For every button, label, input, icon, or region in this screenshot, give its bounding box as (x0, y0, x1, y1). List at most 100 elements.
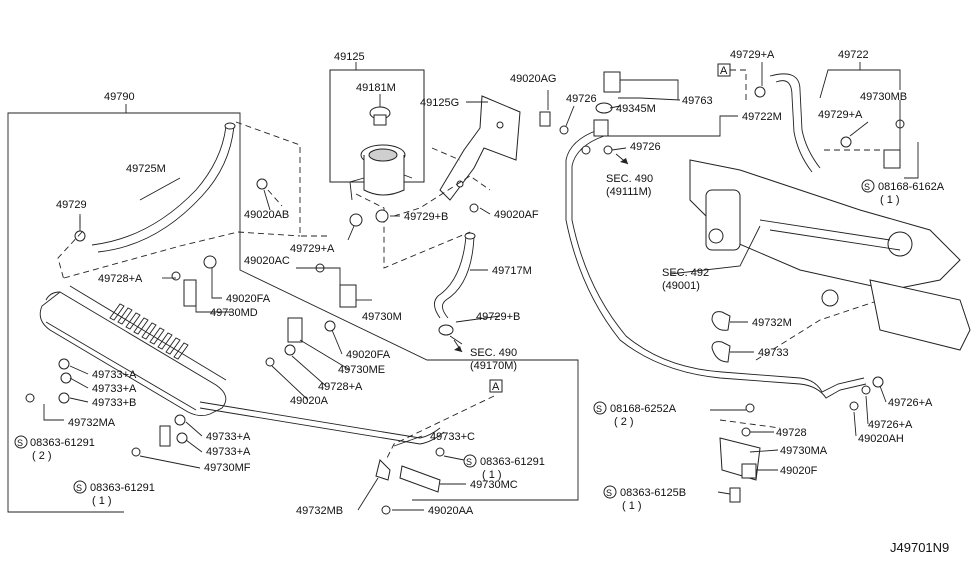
part-label: 49020AB (244, 209, 289, 221)
hose-49717M (434, 232, 476, 336)
diagram-id: J49701N9 (890, 540, 949, 555)
part-label: 49730MB (860, 91, 907, 103)
small-parts-left (25, 178, 479, 457)
part-label: 49725M (126, 163, 166, 175)
part-label: 49763 (682, 95, 713, 107)
ref-a-label-lower: A (492, 381, 500, 393)
part-label: 08363-6125B (620, 487, 686, 499)
part-label: 49181M (356, 82, 396, 94)
part-label: 49732M (752, 317, 792, 329)
small-parts-bottom (375, 447, 445, 515)
part-label: 49733+C (430, 431, 475, 443)
part-label: 49728 (776, 427, 807, 439)
part-label: 08168-6162A (878, 181, 945, 193)
part-label: 49726+A (868, 419, 913, 431)
svg-text:S: S (596, 404, 602, 414)
section-ref-label: SEC. 492 (662, 267, 709, 279)
part-label: 49729+B (476, 311, 520, 323)
part-label: 49790 (104, 91, 135, 103)
part-label: ( 2 ) (614, 416, 634, 428)
part-label: 49729 (56, 199, 87, 211)
bolt-mark-icon (73, 480, 87, 494)
part-label: 49732MB (296, 505, 343, 517)
part-label: 49020AG (510, 73, 556, 85)
svg-text:S: S (864, 182, 870, 192)
section-ref-label: (49170M) (470, 360, 517, 372)
bolt-marks: S S S S S S (14, 179, 875, 499)
dashed-leaders (57, 121, 890, 461)
ref-a-label-upper: A (720, 65, 728, 77)
section-arrows (453, 153, 629, 353)
cooler-assembly-frame (7, 104, 579, 513)
section-ref-label: (49111M) (606, 186, 651, 198)
svg-text:S: S (606, 488, 612, 498)
part-label: 08168-6252A (610, 403, 677, 415)
part-labels: 49790 49125 49181M 49125G 49020AG 49726 … (30, 49, 949, 555)
part-label: 49125 (334, 51, 365, 63)
part-label: 49020A (290, 395, 329, 407)
bolt-mark-icon (14, 435, 28, 449)
part-label: 49729+A (730, 49, 775, 61)
reservoir-tank (329, 69, 425, 201)
bolt-mark-icon (463, 454, 477, 468)
cooler-fins (109, 303, 189, 360)
part-label: 49733+A (206, 431, 251, 443)
part-label: 49733+B (92, 397, 136, 409)
section-ref-label: (49001) (662, 280, 700, 292)
part-label: 49717M (492, 265, 532, 277)
part-label: 49722 (838, 49, 869, 61)
part-label: 49733+A (92, 383, 137, 395)
part-label: ( 1 ) (482, 469, 502, 481)
part-label: ( 1 ) (92, 495, 112, 507)
part-label: 49730MC (470, 479, 518, 491)
part-label: 49020FA (226, 293, 271, 305)
part-label: 49020FA (346, 349, 391, 361)
part-label: 08363-61291 (480, 456, 545, 468)
part-label: ( 2 ) (32, 450, 52, 462)
part-label: 49733+A (206, 446, 251, 458)
part-label: 49732MA (68, 417, 116, 429)
part-label: 49020AA (428, 505, 474, 517)
oil-cooler (39, 285, 445, 445)
svg-text:S: S (76, 483, 82, 493)
bolt-mark-icon (603, 485, 617, 499)
ref-a-markers: A A (489, 63, 747, 393)
hose-49725M (91, 122, 236, 253)
part-label: 49726 (566, 93, 597, 105)
part-label: 49730ME (338, 364, 385, 376)
ref-a-box-lower (489, 379, 503, 393)
part-label: 08363-61291 (90, 482, 155, 494)
part-label: 49733+A (92, 369, 137, 381)
part-label: 49730M (362, 311, 402, 323)
pressure-pipe (565, 129, 867, 399)
part-label: 49729+B (404, 211, 448, 223)
part-label: 49733 (758, 347, 789, 359)
part-label: 49730MA (780, 445, 828, 457)
return-hose-49722 (754, 73, 905, 173)
svg-text:S: S (17, 438, 23, 448)
part-label: 49125G (420, 97, 459, 109)
part-label: 49726+A (888, 397, 933, 409)
part-label: 49729+A (290, 243, 335, 255)
part-label: 49020AC (244, 255, 290, 267)
section-ref-label: SEC. 490 (470, 347, 517, 359)
part-label: 49726 (630, 141, 661, 153)
section-ref-label: SEC. 490 (606, 173, 653, 185)
part-label: 49020F (780, 465, 818, 477)
svg-text:S: S (466, 457, 472, 467)
part-label: ( 1 ) (622, 500, 642, 512)
part-label: 49722M (742, 111, 782, 123)
clamp-parts-right (711, 311, 884, 503)
part-label: 49730MD (210, 307, 258, 319)
bracket-49125G (439, 95, 521, 201)
part-label: 49345M (616, 103, 656, 115)
part-label: 49020AH (858, 433, 904, 445)
part-label: 49728+A (98, 273, 143, 285)
bolt-mark-icon (593, 401, 607, 415)
part-label: 49728+A (318, 381, 363, 393)
part-label: 49729+A (818, 109, 863, 121)
steering-gear (689, 159, 971, 351)
part-label: 08363-61291 (30, 437, 95, 449)
